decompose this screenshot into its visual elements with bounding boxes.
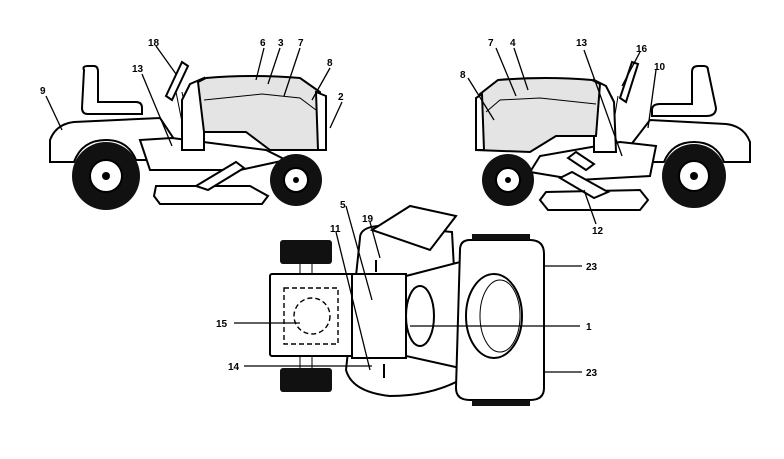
deck-chute bbox=[193, 160, 246, 192]
leader-12 bbox=[583, 189, 597, 225]
callout-8: 8 bbox=[327, 58, 333, 69]
hood-side-line bbox=[203, 93, 317, 111]
rear-tire-bottom bbox=[472, 400, 530, 406]
front-hub-center bbox=[293, 177, 299, 183]
mower-deck bbox=[152, 185, 270, 205]
leader-10 bbox=[647, 69, 657, 129]
callout-6: 6 bbox=[260, 38, 266, 49]
leader-16 bbox=[621, 51, 641, 87]
leader-13 bbox=[141, 73, 173, 147]
leader-7-right bbox=[495, 47, 517, 97]
callout-19: 19 bbox=[362, 214, 374, 225]
seat bbox=[80, 65, 143, 115]
leader-13-right bbox=[583, 49, 623, 157]
callout-11: 11 bbox=[330, 224, 341, 235]
leader-9 bbox=[45, 95, 63, 131]
engine-circle-top bbox=[293, 297, 331, 335]
callout-8-right: 8 bbox=[460, 70, 466, 81]
callout-4: 4 bbox=[510, 38, 516, 49]
deck-part-12 bbox=[557, 170, 611, 200]
callout-13-right: 13 bbox=[576, 38, 588, 49]
seat-inner-top bbox=[479, 279, 521, 353]
front-tire-top bbox=[280, 240, 332, 264]
callout-7: 7 bbox=[298, 38, 304, 49]
callout-10: 10 bbox=[654, 62, 666, 73]
callout-9: 9 bbox=[40, 86, 46, 97]
leader-4 bbox=[513, 47, 529, 91]
hood-side-line-right bbox=[485, 97, 597, 113]
front-hub-center-right bbox=[505, 177, 511, 183]
lift-lever bbox=[566, 150, 596, 172]
leader-19 bbox=[369, 221, 381, 259]
leader-6 bbox=[255, 47, 265, 81]
rear-hub-center bbox=[102, 172, 110, 180]
rear-hub-center-right bbox=[690, 172, 698, 180]
axle-stubs bbox=[299, 264, 313, 368]
dash-top bbox=[351, 273, 407, 359]
leader-3 bbox=[267, 47, 281, 85]
grille bbox=[314, 90, 327, 151]
rear-tire-top bbox=[472, 234, 530, 240]
callout-15: 15 bbox=[216, 319, 228, 330]
steering-wheel bbox=[164, 60, 190, 102]
callout-14: 14 bbox=[228, 362, 240, 373]
grille-right bbox=[475, 92, 486, 151]
leader-7 bbox=[283, 47, 301, 97]
callout-23-top: 23 bbox=[586, 262, 598, 273]
callout-1: 1 bbox=[586, 322, 592, 333]
discharge-chute-top bbox=[369, 204, 458, 252]
callout-3: 3 bbox=[278, 38, 284, 49]
seat-right bbox=[651, 65, 718, 117]
rear-fender-right bbox=[629, 118, 751, 163]
callout-5: 5 bbox=[340, 200, 346, 211]
leader-8 bbox=[311, 67, 331, 101]
callout-12: 12 bbox=[592, 226, 604, 237]
callout-18: 18 bbox=[148, 38, 160, 49]
callout-16: 16 bbox=[636, 44, 648, 55]
tractor-top-view: 5 19 11 15 14 1 23 23 bbox=[216, 200, 598, 406]
tractor-right-side-view: 7 4 13 16 8 10 12 bbox=[460, 38, 751, 237]
tractor-left-side-view: 18 6 3 7 8 2 9 13 bbox=[40, 38, 344, 210]
callout-23-bottom: 23 bbox=[586, 368, 598, 379]
callout-13: 13 bbox=[132, 64, 144, 75]
engine-outline-top bbox=[283, 287, 339, 345]
steering-top bbox=[405, 285, 435, 347]
leader-11 bbox=[335, 231, 371, 371]
front-tire-bottom bbox=[280, 368, 332, 392]
mower-deck-right bbox=[538, 188, 650, 211]
hood-right bbox=[474, 77, 602, 154]
hood-left bbox=[196, 75, 328, 151]
callout-7-right: 7 bbox=[488, 38, 494, 49]
seat-top bbox=[465, 273, 523, 359]
leader-18 bbox=[155, 45, 177, 75]
steering-wheel-right bbox=[618, 60, 640, 104]
callout-2: 2 bbox=[338, 92, 344, 103]
leader-5 bbox=[345, 205, 373, 301]
leader-2 bbox=[329, 101, 343, 129]
leader-8-right bbox=[467, 77, 495, 121]
